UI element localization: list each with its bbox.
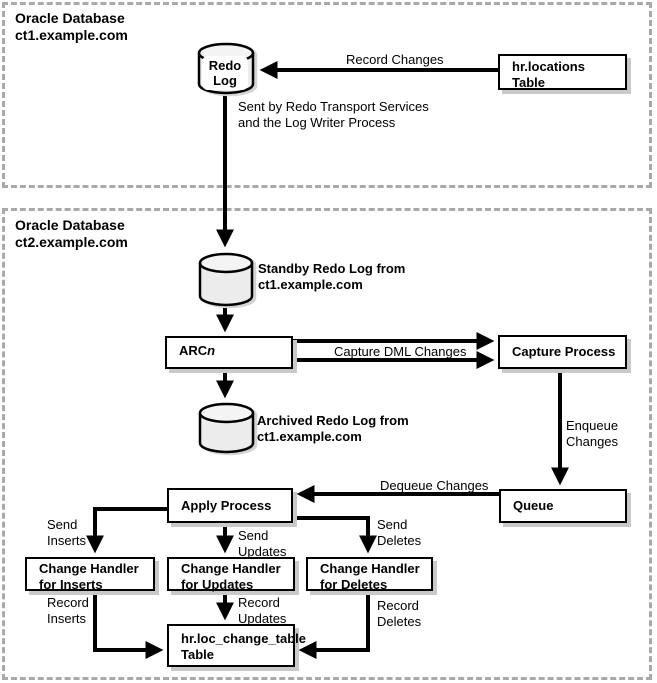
send-deletes-label: Send Deletes xyxy=(377,517,422,548)
standby-redo-log-cylinder-icon xyxy=(198,252,254,312)
change-handler-inserts-box: Change Handler for Inserts xyxy=(25,557,155,592)
redo-log-label: Redo Log xyxy=(202,56,248,90)
apply-process-box: Apply Process xyxy=(167,488,293,523)
capture-process-box: Capture Process xyxy=(498,335,627,369)
hr-locations-table-box: hr.locations Table xyxy=(498,54,627,90)
send-inserts-label: Send Inserts xyxy=(47,517,87,548)
archived-redo-log-label: Archived Redo Log from ct1.example.com xyxy=(257,413,409,444)
arrow-send-deletes xyxy=(293,516,377,554)
hr-loc-change-table-box: hr.loc_change_table Table xyxy=(167,624,306,667)
arrow-send-inserts xyxy=(86,507,167,554)
record-changes-label: Record Changes xyxy=(346,52,444,67)
queue-box: Queue xyxy=(499,489,627,523)
database-container-ct2 xyxy=(2,208,652,680)
standby-redo-log-label: Standby Redo Log from ct1.example.com xyxy=(258,261,406,292)
database-title-ct1: Oracle Database ct1.example.com xyxy=(15,10,128,43)
sent-by-redo-transport-label: Sent by Redo Transport Services and the … xyxy=(238,99,429,130)
arrow-record-deletes xyxy=(298,589,370,659)
arrow-record-inserts xyxy=(93,589,164,659)
database-container-ct1 xyxy=(2,2,652,188)
capture-dml-changes-label: Capture DML Changes xyxy=(334,344,467,359)
send-updates-label: Send Updates xyxy=(238,528,287,559)
arcn-label-prefix: ARC xyxy=(179,343,208,358)
change-handler-updates-box: Change Handler for Updates xyxy=(167,557,295,592)
record-deletes-label: Record Deletes xyxy=(377,598,422,629)
arcn-process-box: ARCn xyxy=(165,336,293,369)
enqueue-changes-label: Enqueue Changes xyxy=(566,418,619,449)
change-handler-deletes-box: Change Handler for Deletes xyxy=(306,557,433,592)
arcn-label-n: n xyxy=(207,343,216,358)
database-title-ct2: Oracle Database ct2.example.com xyxy=(15,217,128,250)
archived-redo-log-cylinder-icon xyxy=(198,402,255,459)
record-inserts-label: Record Inserts xyxy=(47,595,89,626)
dequeue-changes-label: Dequeue Changes xyxy=(380,478,489,493)
record-updates-label: Record Updates xyxy=(238,595,287,626)
